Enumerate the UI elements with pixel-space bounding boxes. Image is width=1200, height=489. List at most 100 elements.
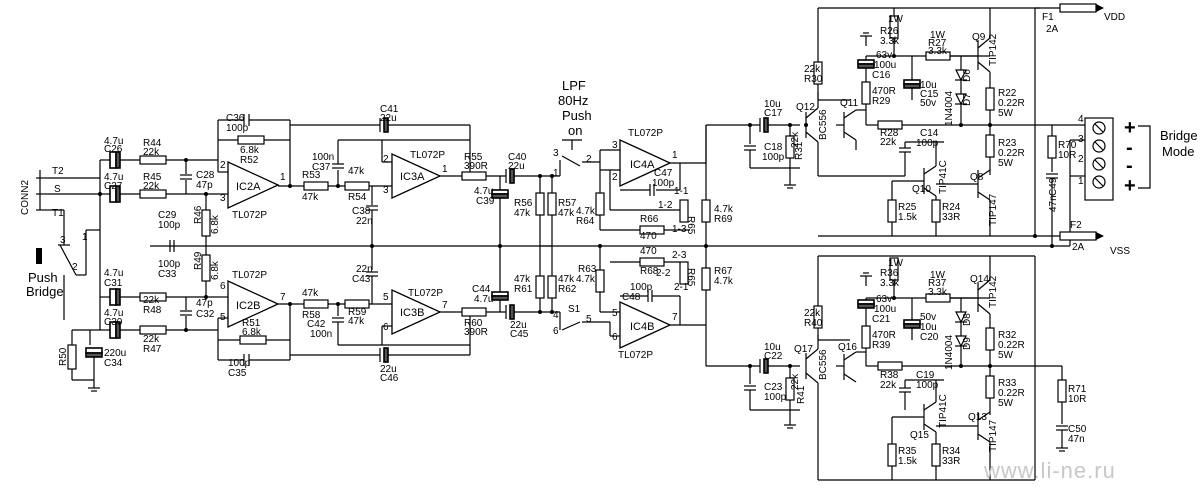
svg-text:R31: R31 [794, 141, 805, 160]
svg-text:C41: C41 [380, 104, 399, 115]
potentiometer-r65-2 [679, 261, 689, 285]
svg-text:R64: R64 [576, 216, 595, 227]
svg-text:1W: 1W [888, 14, 904, 25]
svg-text:3: 3 [612, 140, 618, 151]
diode-d8: D8 [955, 311, 973, 326]
svg-text:C22: C22 [764, 351, 783, 362]
svg-text:TIP147: TIP147 [988, 193, 999, 226]
diode-d9: D9 [955, 335, 973, 350]
diode-d6: D6 [955, 69, 973, 82]
svg-text:63v: 63v [876, 50, 892, 61]
transistor-q10: Q10 TIP41C [912, 160, 949, 197]
lpf-switch[interactable]: LPF 80Hz Push on 3 2 1 [553, 78, 592, 179]
svg-text:TIP142: TIP142 [988, 275, 999, 308]
opamp-ic3b: IC3B 5 6 7 TL072P [383, 288, 448, 336]
svg-text:R47: R47 [143, 344, 162, 355]
svg-text:VDD: VDD [1104, 12, 1125, 23]
svg-text:Q13: Q13 [968, 412, 987, 423]
svg-text:4.7u: 4.7u [104, 136, 123, 147]
svg-text:5W: 5W [998, 108, 1014, 119]
svg-text:C49: C49 [1048, 177, 1059, 196]
svg-text:R46: R46 [193, 205, 204, 224]
svg-text:LPF: LPF [562, 78, 586, 93]
svg-text:22k: 22k [143, 147, 160, 158]
svg-text:IC2A: IC2A [236, 181, 261, 193]
svg-text:D9: D9 [962, 337, 973, 350]
svg-text:TL072P: TL072P [618, 350, 653, 361]
label-s: S [54, 184, 61, 195]
svg-text:0.22R: 0.22R [998, 148, 1025, 159]
svg-text:1.5k: 1.5k [898, 456, 918, 467]
svg-text:R55: R55 [464, 152, 483, 163]
svg-text:10u: 10u [920, 80, 937, 91]
svg-text:C23: C23 [764, 382, 783, 393]
svg-text:R67: R67 [714, 266, 733, 277]
svg-text:4.7k: 4.7k [576, 274, 596, 285]
svg-text:TL072P: TL072P [232, 210, 267, 221]
svg-text:TL072P: TL072P [410, 150, 445, 161]
input-connector: T2 S T1 CONN2 [20, 166, 100, 245]
svg-text:TL072P: TL072P [232, 270, 267, 281]
svg-text:TL072P: TL072P [628, 128, 663, 139]
svg-text:on: on [568, 123, 582, 138]
svg-text:R36: R36 [880, 268, 899, 279]
label-conn2: CONN2 [20, 180, 31, 215]
svg-text:7: 7 [442, 300, 448, 311]
svg-text:Bridge: Bridge [1160, 128, 1198, 143]
s1-switch[interactable]: S1 4 5 6 [553, 304, 592, 337]
label-bridge: Bridge [26, 284, 64, 299]
svg-text:0.22R: 0.22R [998, 388, 1025, 399]
transistor-q9: Q9 TIP142 [972, 32, 999, 73]
transistor-q8: Q8 TIP147 [970, 169, 999, 226]
svg-text:47n: 47n [1048, 195, 1059, 212]
svg-text:47k: 47k [514, 274, 531, 285]
c29-label: C29 [158, 210, 177, 221]
svg-text:TIP41C: TIP41C [938, 160, 949, 194]
svg-text:4.7k: 4.7k [576, 206, 596, 217]
svg-text:R50: R50 [58, 347, 69, 366]
speaker-terminal: 4 3 2 1 + - - + Bridge Mode [1078, 114, 1198, 201]
svg-text:Q9: Q9 [972, 32, 986, 43]
svg-text:22k: 22k [790, 373, 801, 390]
svg-text:1W: 1W [888, 258, 904, 269]
svg-text:S1: S1 [568, 304, 581, 315]
svg-text:63v: 63v [876, 294, 892, 305]
svg-text:1N4004: 1N4004 [944, 91, 955, 126]
svg-text:22k: 22k [143, 181, 160, 192]
switch-pin-1: 1 [82, 232, 88, 243]
svg-text:1W: 1W [930, 270, 946, 281]
svg-text:R30: R30 [804, 74, 823, 85]
svg-text:C30: C30 [104, 317, 123, 328]
svg-text:3: 3 [220, 193, 226, 204]
potentiometer-r65 [679, 199, 689, 223]
svg-text:C27: C27 [104, 181, 123, 192]
svg-text:D6: D6 [962, 69, 973, 82]
svg-text:100p: 100p [652, 178, 675, 189]
svg-text:Q10: Q10 [912, 184, 931, 195]
svg-text:22k: 22k [880, 380, 897, 391]
svg-text:33R: 33R [942, 212, 960, 223]
svg-text:2-2: 2-2 [656, 268, 671, 279]
svg-text:C18: C18 [764, 142, 783, 153]
svg-text:22k: 22k [804, 64, 821, 75]
resistor-r53 [303, 181, 329, 191]
svg-text:R39: R39 [872, 340, 891, 351]
c32-label: C32 [196, 309, 215, 320]
svg-text:10R: 10R [1068, 394, 1086, 405]
svg-text:5W: 5W [998, 158, 1014, 169]
svg-text:47k: 47k [348, 166, 365, 177]
svg-text:470: 470 [640, 231, 657, 242]
svg-text:C19: C19 [916, 370, 935, 381]
svg-text:R65: R65 [685, 216, 696, 235]
svg-text:IC3B: IC3B [400, 307, 424, 319]
svg-text:22n: 22n [356, 264, 373, 275]
svg-text:Push: Push [562, 108, 592, 123]
svg-text:3.3k: 3.3k [928, 287, 948, 298]
svg-text:2-1: 2-1 [674, 282, 689, 293]
svg-text:R32: R32 [998, 330, 1017, 341]
c33-label: C33 [158, 269, 177, 280]
svg-text:5W: 5W [998, 350, 1014, 361]
